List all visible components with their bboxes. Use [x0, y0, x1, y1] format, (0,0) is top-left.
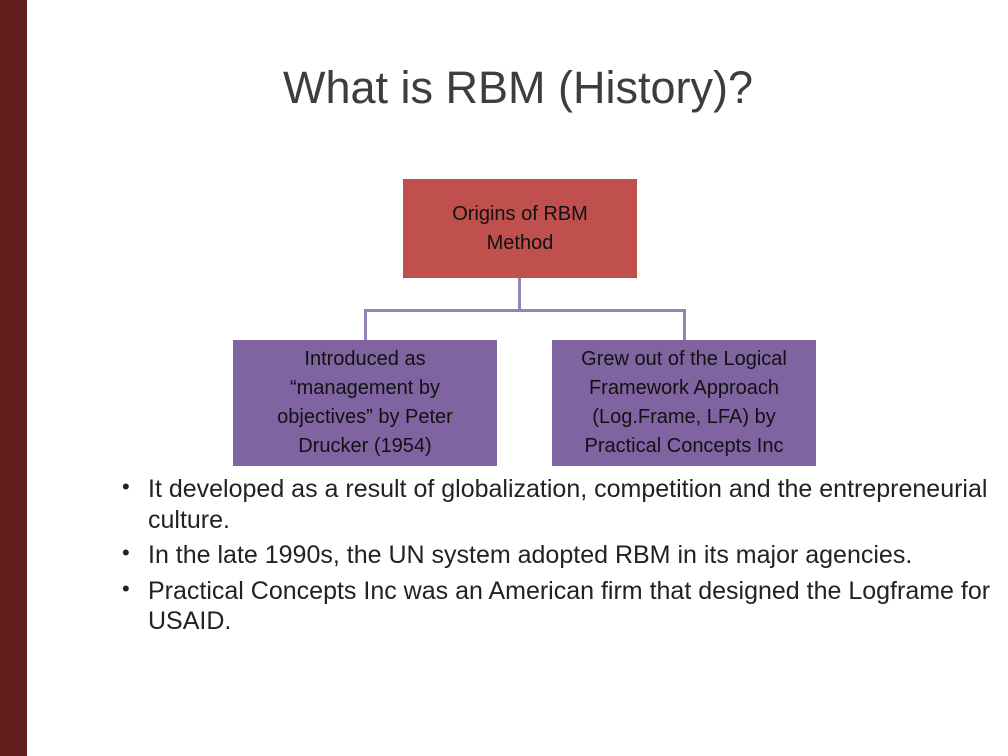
- diagram-child-node-left: Introduced as “management by objectives”…: [233, 340, 497, 466]
- connector-left-down: [364, 311, 367, 340]
- slide-title: What is RBM (History)?: [282, 62, 754, 113]
- bullet-item: Practical Concepts Inc was an American f…: [118, 576, 1000, 637]
- bullet-list: It developed as a result of globalizatio…: [118, 474, 1000, 642]
- connector-horizontal: [364, 309, 686, 312]
- connector-right-down: [683, 311, 686, 340]
- diagram-root-node: Origins of RBM Method: [403, 179, 637, 278]
- bullet-item: It developed as a result of globalizatio…: [118, 474, 1000, 535]
- connector-root-down: [518, 278, 521, 311]
- diagram-child-node-right: Grew out of the Logical Framework Approa…: [552, 340, 816, 466]
- bullet-item: In the late 1990s, the UN system adopted…: [118, 540, 1000, 571]
- slide-edge-stripe: [0, 0, 27, 756]
